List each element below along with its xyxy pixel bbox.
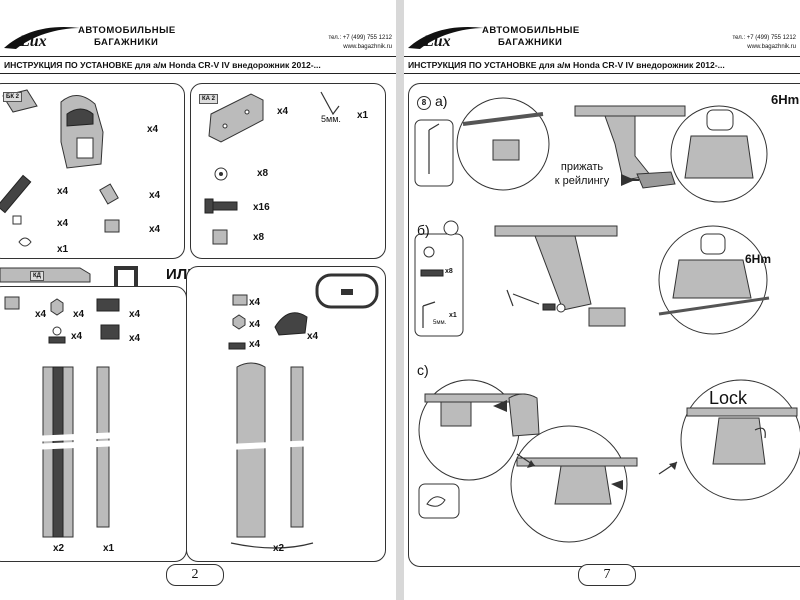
b-qty-washer: x8 xyxy=(445,268,453,275)
brand-line2-right: БАГАЖНИКИ xyxy=(498,37,563,48)
press-caption-line2: к рейлингу xyxy=(554,175,610,187)
brand-line1: АВТОМОБИЛЬНЫЕ xyxy=(78,25,176,36)
page-header-right: Lux АВТОМОБИЛЬНЫЕ БАГАЖНИКИ тел.: +7 (49… xyxy=(404,20,800,56)
contacts-right: тел.: +7 (499) 755 1212 www.bagazhnik.ru xyxy=(732,34,796,52)
lux-logo-right: Lux АВТОМОБИЛЬНЫЕ БАГАЖНИКИ xyxy=(406,22,596,54)
tag-kd: КД xyxy=(30,271,44,281)
alt-right-qty-3: x4 xyxy=(249,339,261,350)
page-gutter xyxy=(396,0,404,600)
b-hex-size: 5мм. xyxy=(433,320,447,326)
step-c-label: с) xyxy=(417,362,429,378)
frame-step-8: 8 а) прижать к рейлингу 6Hm б) x8 5мм. x… xyxy=(408,83,800,567)
bar-strip: КД xyxy=(0,264,110,286)
alt-left-qty-1: x4 xyxy=(35,309,47,320)
frame-profile-aero: x4 x4 x4 x4 x2 xyxy=(186,266,386,562)
frame-bracket-kit: КА 2 x4 5мм. x1 x8 x16 x8 xyxy=(190,83,386,259)
qty-hex-key: x1 xyxy=(357,110,369,121)
press-caption-line1: прижать xyxy=(560,161,604,173)
phone-right: тел.: +7 (499) 755 1212 xyxy=(732,35,796,41)
qty-profile-right: x1 xyxy=(103,543,115,554)
step-b-label: б) xyxy=(417,222,430,238)
alt-left-qty-3: x4 xyxy=(129,309,141,320)
lock-label: Lock xyxy=(709,388,748,408)
press-caption: прижать к рейлингу xyxy=(547,160,617,188)
qty-square-nut: x8 xyxy=(253,232,265,243)
website-right: www.bagazhnik.ru xyxy=(747,44,796,50)
qty-plate: x4 xyxy=(57,218,69,229)
instruction-title: ИНСТРУКЦИЯ ПО УСТАНОВКЕ для а/м Honda CR… xyxy=(0,56,396,74)
page-7: Lux АВТОМОБИЛЬНЫЕ БАГАЖНИКИ тел.: +7 (49… xyxy=(404,0,800,600)
qty-bolt-short: x16 xyxy=(253,202,270,213)
instruction-title-right: ИНСТРУКЦИЯ ПО УСТАНОВКЕ для а/м Honda CR… xyxy=(404,56,800,74)
step-number: 8 xyxy=(417,96,431,110)
page-number-right: 7 xyxy=(578,564,636,586)
torque-a: 6Hm xyxy=(771,92,800,107)
b-qty-hex-key: x1 xyxy=(449,312,457,319)
tag-ka: КА 2 xyxy=(199,94,218,104)
website: www.bagazhnik.ru xyxy=(343,44,392,50)
qty-nut: x4 xyxy=(149,190,161,201)
frame-profile-left: x4 x4 x4 x4 x4 x2 x1 xyxy=(0,286,187,562)
brand-line2: БАГАЖНИКИ xyxy=(94,37,159,48)
step-a-label: а) xyxy=(435,93,448,109)
qty-small-clip: x4 xyxy=(149,224,161,235)
page-header: Lux АВТОМОБИЛЬНЫЕ БАГАЖНИКИ тел.: +7 (49… xyxy=(0,20,396,56)
svg-text:Lux: Lux xyxy=(423,33,451,50)
qty-hook: x1 xyxy=(57,244,69,255)
phone: тел.: +7 (499) 755 1212 xyxy=(328,35,392,41)
alt-left-qty-4: x4 xyxy=(71,331,83,342)
alt-right-qty-1: x4 xyxy=(249,297,261,308)
brand-line1-right: АВТОМОБИЛЬНЫЕ xyxy=(482,25,580,36)
qty-bracket: x4 xyxy=(277,106,289,117)
alt-right-qty-2: x4 xyxy=(249,319,261,330)
tag-bk: БК 2 xyxy=(3,92,22,102)
qty-profile-aero: x2 xyxy=(273,543,285,554)
page-2: Lux АВТОМОБИЛЬНЫЕ БАГАЖНИКИ тел.: +7 (49… xyxy=(0,0,396,600)
svg-text:Lux: Lux xyxy=(19,33,47,50)
contacts: тел.: +7 (499) 755 1212 www.bagazhnik.ru xyxy=(328,34,392,52)
qty-profile-left: x2 xyxy=(53,543,65,554)
torque-b: 6Hm xyxy=(745,252,772,266)
qty-washer: x8 xyxy=(257,168,269,179)
profile-square-icon xyxy=(114,266,138,288)
hex-key-size: 5мм. xyxy=(321,114,341,124)
alt-left-qty-5: x4 xyxy=(129,333,141,344)
frame-foot-kit: БК 2 x4 x4 x4 x4 x4 x1 xyxy=(0,83,185,259)
qty-bolt-long: x4 xyxy=(57,186,69,197)
alt-left-qty-2: x4 xyxy=(73,309,85,320)
qty-foot: x4 xyxy=(147,124,159,135)
lux-logo: Lux АВТОМОБИЛЬНЫЕ БАГАЖНИКИ xyxy=(2,22,192,54)
alt-right-qty-4: x4 xyxy=(307,331,319,342)
page-number-left: 2 xyxy=(166,564,224,586)
